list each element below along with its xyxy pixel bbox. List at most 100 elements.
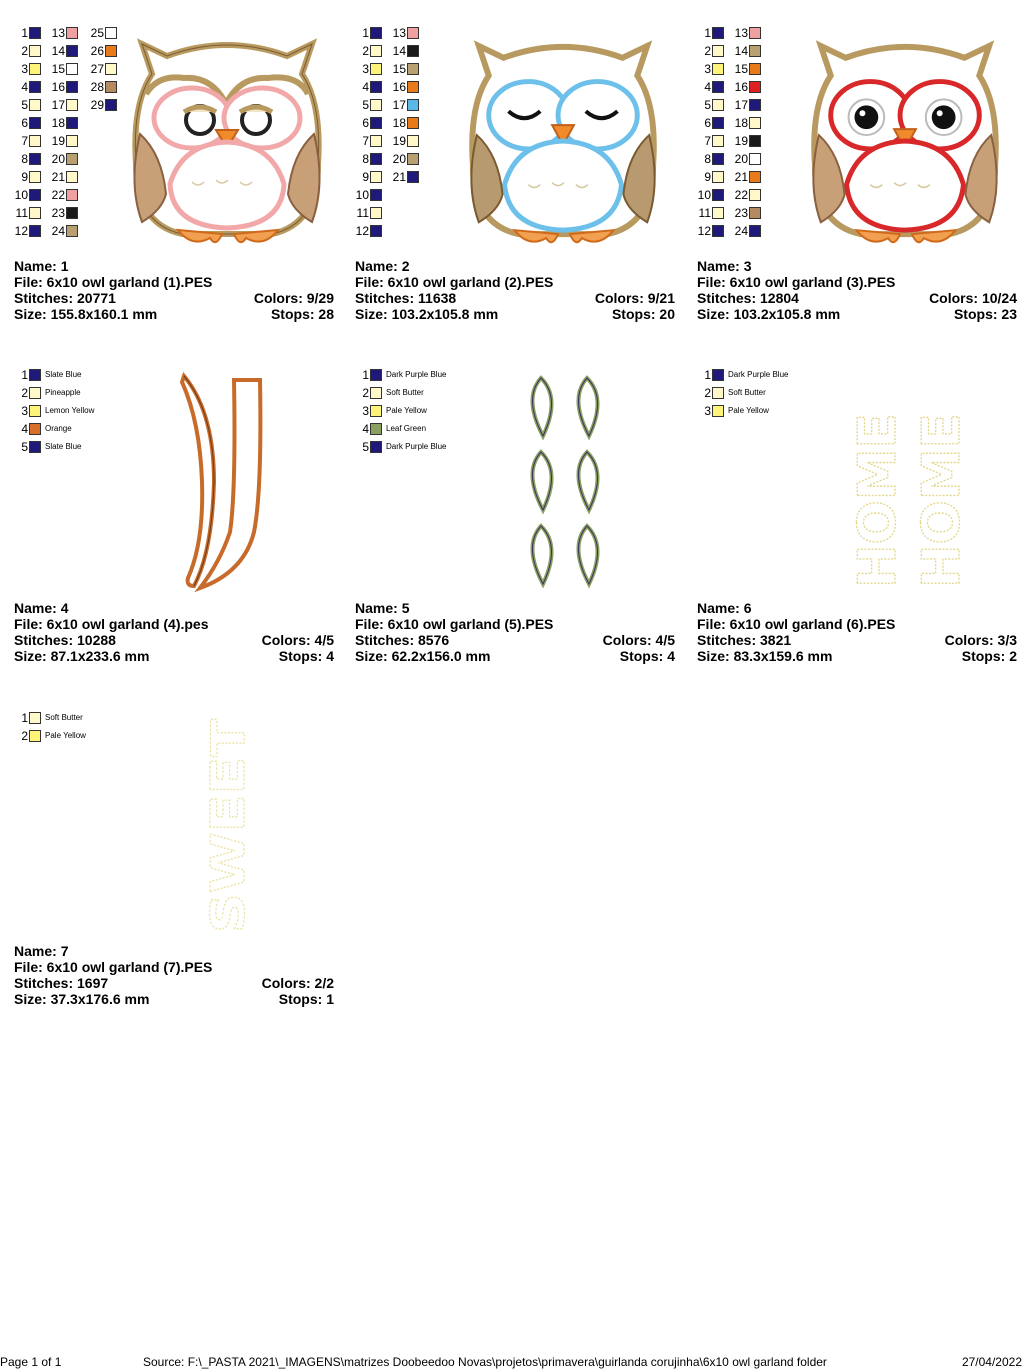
owl-design-3-preview	[811, 40, 999, 244]
color-count: 3/3	[997, 632, 1017, 648]
design-size: 62.2x156.0 mm	[391, 648, 491, 664]
color-swatch	[407, 27, 419, 39]
design-size: 87.1x233.6 mm	[50, 648, 150, 664]
palette-entry-number: 8	[362, 152, 369, 166]
color-swatch	[749, 225, 761, 237]
color-swatch	[29, 63, 41, 75]
palette-entry-number: 13	[51, 26, 65, 40]
color-count: 9/21	[647, 290, 675, 306]
color-swatch	[407, 81, 419, 93]
palette-entry-number: 7	[21, 134, 28, 148]
design-size: 103.2x105.8 mm	[391, 306, 499, 322]
stitch-count: 11638	[418, 290, 457, 306]
color-swatch	[66, 81, 78, 93]
palette-entry: 29	[90, 98, 117, 112]
color-swatch	[370, 63, 382, 75]
palette-entry: 19	[51, 134, 78, 148]
palette-entry-number: 1	[21, 368, 28, 382]
owl-design-1-preview	[132, 38, 322, 244]
palette-entry-number: 17	[51, 98, 65, 112]
palette-entry-number: 20	[392, 152, 406, 166]
palette-entry-number: 2	[21, 729, 28, 743]
palette-entry: 6	[355, 116, 382, 130]
color-swatch	[105, 63, 117, 75]
design-info: Name: 5 File: 6x10 owl garland (5).PES S…	[355, 600, 675, 664]
color-swatch	[712, 135, 724, 147]
thread-color-name: Soft Butter	[386, 388, 424, 397]
palette-entry-number: 15	[51, 62, 65, 76]
palette-entry: 3	[697, 62, 724, 76]
stop-count: 2	[1009, 648, 1017, 664]
palette-entry-number: 5	[21, 440, 28, 454]
thread-color-name: Slate Blue	[45, 442, 82, 451]
palette-entry: 17	[734, 98, 761, 112]
color-swatch	[712, 27, 724, 39]
palette-entry: 5 Slate Blue	[14, 440, 81, 454]
color-swatch	[407, 63, 419, 75]
home-word-1: HOME	[848, 413, 908, 588]
palette-entry: 8	[697, 152, 724, 166]
palette-entry: 18	[51, 116, 78, 130]
color-swatch	[370, 171, 382, 183]
thread-color-name: Pineapple	[45, 388, 81, 397]
palette-entry: 3	[14, 62, 41, 76]
palette-entry: 28	[90, 80, 117, 94]
palette-entry-number: 17	[734, 98, 748, 112]
sweet-word-graphic: SWEET	[200, 718, 254, 934]
owl-graphic	[811, 40, 999, 244]
stitch-count: 12804	[760, 290, 799, 306]
palette-entry: 8	[14, 152, 41, 166]
color-swatch	[29, 369, 41, 381]
color-swatch	[712, 45, 724, 57]
palette-entry-number: 4	[21, 422, 28, 436]
color-swatch	[370, 387, 382, 399]
palette-entry: 15	[734, 62, 761, 76]
palette-entry-number: 13	[734, 26, 748, 40]
palette-entry: 14	[51, 44, 78, 58]
stop-count: 4	[667, 648, 675, 664]
palette-entry-number: 19	[51, 134, 65, 148]
thread-color-name: Soft Butter	[728, 388, 766, 397]
color-swatch	[29, 171, 41, 183]
color-swatch	[66, 27, 78, 39]
palette-entry: 5	[14, 98, 41, 112]
palette-entry-number: 8	[21, 152, 28, 166]
palette-entry-number: 10	[697, 188, 711, 202]
design-info: Name: 4 File: 6x10 owl garland (4).pes S…	[14, 600, 334, 664]
color-swatch	[66, 153, 78, 165]
color-swatch	[712, 387, 724, 399]
palette-entry-number: 25	[90, 26, 104, 40]
color-swatch	[29, 712, 41, 724]
palette-entry-number: 4	[362, 422, 369, 436]
palette-entry: 9	[355, 170, 382, 184]
file-name: 6x10 owl garland (1).PES	[46, 274, 213, 290]
color-swatch	[749, 117, 761, 129]
design-name: 5	[401, 600, 410, 616]
palette-entry-number: 1	[21, 26, 28, 40]
palette-entry-number: 19	[734, 134, 748, 148]
color-swatch	[66, 171, 78, 183]
palette-entry-number: 11	[356, 206, 369, 220]
color-swatch	[712, 63, 724, 75]
design-info: Name: 6 File: 6x10 owl garland (6).PES S…	[697, 600, 1017, 664]
palette-entry-number: 3	[21, 404, 28, 418]
file-name: 6x10 owl garland (6).PES	[729, 616, 896, 632]
color-swatch	[66, 99, 78, 111]
color-swatch	[712, 189, 724, 201]
color-swatch	[370, 189, 382, 201]
palette-entry-number: 5	[21, 98, 28, 112]
thread-color-name: Slate Blue	[45, 370, 82, 379]
stop-count: 28	[318, 306, 334, 322]
palette-entry: 8	[355, 152, 382, 166]
color-count: 4/5	[655, 632, 675, 648]
color-swatch	[105, 27, 117, 39]
palette-entry-number: 1	[362, 26, 369, 40]
